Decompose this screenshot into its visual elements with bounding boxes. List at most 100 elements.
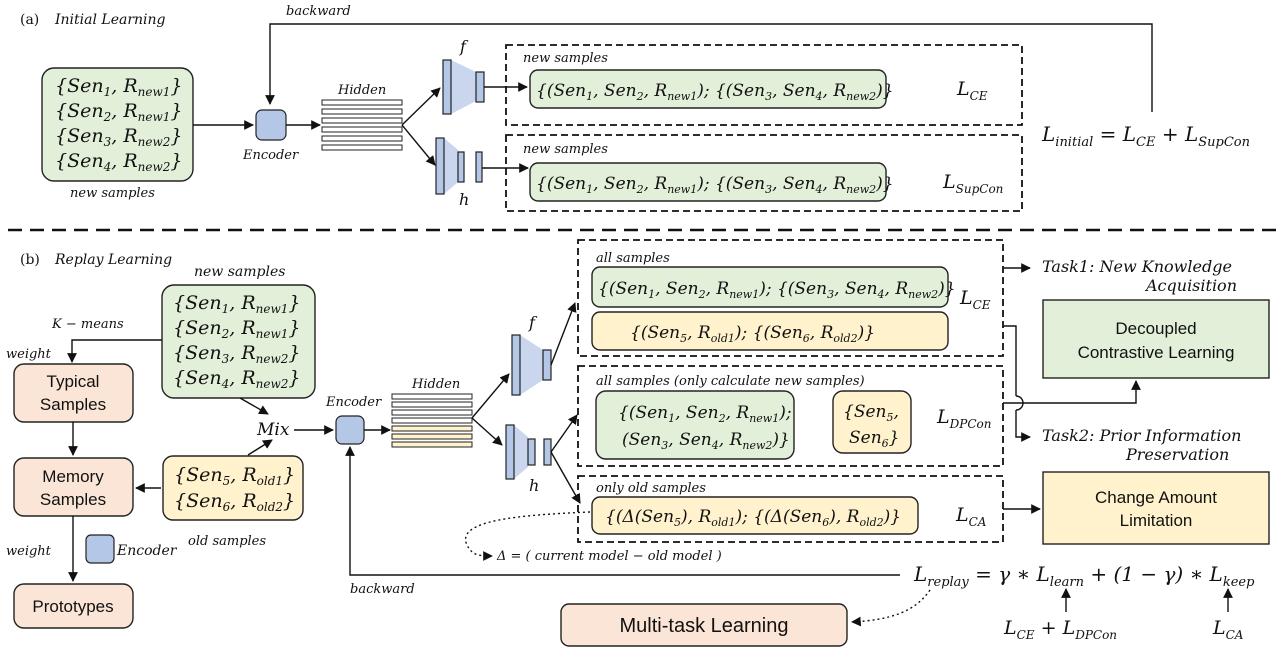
change-amount-line1: Change Amount	[1095, 488, 1217, 507]
task2-line1: Task2: Prior Information	[1042, 426, 1241, 445]
weight-label-2: weight	[6, 544, 52, 559]
f-label-b: f	[528, 313, 538, 332]
arrow-f-out-b	[550, 302, 577, 366]
f-label-a: f	[459, 37, 469, 56]
panel-ce-b	[577, 239, 1004, 357]
hidden-label-a: Hidden	[337, 83, 386, 98]
arrow-old-to-mix	[247, 439, 273, 456]
encoder-legend-label: Encoder	[116, 543, 178, 559]
arrow-to-h-b	[471, 417, 503, 446]
prototypes-box	[13, 583, 134, 629]
pair-text-b5: {(Δ(Sen5), Rold1); {(Δ(Sen6), Rold2)}	[605, 507, 901, 529]
change-amount-line2: Limitation	[1120, 511, 1193, 530]
pair-text-b3-line1: {(Sen1, Sen2, Rnew1);	[618, 403, 792, 425]
hidden-label-b: Hidden	[411, 377, 460, 392]
multi-task-label: Multi-task Learning	[620, 615, 789, 637]
pair-box-b4	[832, 390, 912, 454]
delta-note: Δ = ( current model − old model )	[496, 549, 722, 564]
arrow-to-f-a	[401, 87, 441, 126]
mix-label: Mix	[256, 420, 290, 440]
arrow-h-to-dpcon	[550, 414, 578, 453]
pair-text-b1: {(Sen1, Sen2, Rnew1); {(Sen3, Sen4, Rnew…	[598, 279, 956, 301]
arrow-dpcon-to-decoupled	[1003, 380, 1141, 404]
part-a-label: (a)	[20, 12, 39, 28]
h-label-a: h	[459, 190, 469, 209]
loss-ce-a: LCE	[956, 78, 988, 103]
backward-label-b: backward	[350, 582, 415, 597]
backward-arrow-a	[265, 23, 1153, 112]
old-samples-box: {Sen5, Rold1} {Sen6, Rold2}	[162, 455, 304, 521]
pair-box-a2	[529, 162, 887, 202]
encoder-block-a	[255, 109, 287, 141]
f-head-b	[511, 334, 552, 396]
pair-box-b5	[591, 496, 919, 535]
sample-row: {Sen4, Rnew2}	[173, 367, 300, 391]
task2-line2: Preservation	[1125, 445, 1229, 464]
learn-components: LCE + LDPCon	[1003, 617, 1117, 642]
arrow-new-to-mix	[239, 397, 269, 415]
delta-dotted-arrow	[464, 511, 591, 561]
multi-task-box	[560, 603, 848, 647]
pair-box-b1	[591, 266, 949, 308]
loss-ca: LCA	[955, 504, 987, 529]
memory-samples-line2: Samples	[40, 490, 106, 509]
part-b-label: (b)	[20, 252, 40, 268]
panel-dpcon	[577, 365, 1004, 467]
sample-row: {Sen3, Rnew2}	[173, 342, 300, 366]
kmeans-arrow	[67, 339, 162, 363]
new-samples-box-b: {Sen1, Rnew1} {Sen2, Rnew1} {Sen3, Rnew2…	[161, 284, 316, 399]
weight-label-1: weight	[6, 347, 52, 362]
kmeans-label: K − means	[51, 317, 124, 332]
new-samples-caption-b: new samples	[194, 264, 285, 280]
h-head-a	[435, 137, 483, 195]
panel-ca-caption: only old samples	[596, 481, 706, 496]
pair-box-b2	[591, 311, 949, 351]
arrow-to-f-b	[471, 373, 510, 419]
pair-text-b2: {(Sen5, Rold1); {(Sen6, Rold2)}	[630, 323, 875, 345]
arrow-task2	[1003, 325, 1030, 437]
sample-row: {Sen6, Rold2}	[174, 490, 295, 514]
typical-samples-line1: Typical	[47, 372, 100, 391]
old-samples-caption: old samples	[188, 534, 266, 549]
h-head-b	[505, 424, 552, 480]
pair-text-a2: {(Sen1, Sen2, Rnew1); {(Sen3, Sen4, Rnew…	[536, 174, 894, 196]
task1-line1: Task1: New Knowledge	[1042, 257, 1232, 276]
new-samples-caption-a: new samples	[70, 186, 155, 201]
panel-supcon-a	[505, 134, 1023, 212]
decoupled-box	[1042, 299, 1270, 379]
encoder-label-a: Encoder	[242, 148, 299, 163]
panel-supcon-caption-a: new samples	[523, 142, 608, 157]
memory-samples-line1: Memory	[42, 467, 104, 486]
backward-label-a: backward	[286, 4, 351, 19]
loss-ce-b: LCE	[959, 287, 991, 312]
task1-line2: Acquisition	[1144, 276, 1237, 295]
initial-equation: Linitial = LCE + LSupCon	[1041, 122, 1250, 150]
decoupled-line1: Decoupled	[1115, 319, 1196, 338]
pair-text-b4-line1: {Sen5,	[843, 402, 899, 424]
pair-text-a1: {(Sen1, Sen2, Rnew1); {(Sen3, Sen4, Rnew…	[536, 81, 894, 103]
panel-ce-a	[505, 44, 1023, 126]
pair-box-a1	[529, 69, 887, 109]
encoder-legend-icon	[85, 534, 115, 564]
arrow-to-h-a	[401, 124, 436, 166]
new-samples-box-a: {Sen1, Rnew1} {Sen2, Rnew1} {Sen3, Rnew2…	[41, 67, 194, 182]
pair-text-b4-line2: Sen6}	[849, 428, 899, 450]
encoder-block-b	[335, 415, 365, 445]
keep-components: LCA	[1212, 617, 1244, 642]
panel-dpcon-caption: all samples (only calculate new samples)	[596, 374, 865, 389]
loss-dpcon: LDPCon	[936, 406, 991, 431]
loss-supcon-a: LSupCon	[942, 171, 1003, 196]
decoupled-line2: Contrastive Learning	[1078, 343, 1235, 362]
panel-ce-caption-a: new samples	[523, 51, 608, 66]
part-a-title: Initial Learning	[54, 12, 166, 28]
hidden-layers-b	[391, 393, 473, 448]
h-label-b: h	[529, 476, 539, 495]
f-head-a	[442, 59, 485, 115]
prototypes-label: Prototypes	[32, 597, 113, 616]
hidden-layers-a	[321, 99, 403, 151]
panel-ce-caption-b: all samples	[596, 251, 670, 266]
change-amount-box	[1042, 471, 1270, 545]
sample-row: {Sen2, Rnew1}	[55, 100, 182, 124]
replay-equation: Lreplay = γ ∗ Llearn + (1 − γ) ∗ Lkeep	[913, 562, 1255, 590]
